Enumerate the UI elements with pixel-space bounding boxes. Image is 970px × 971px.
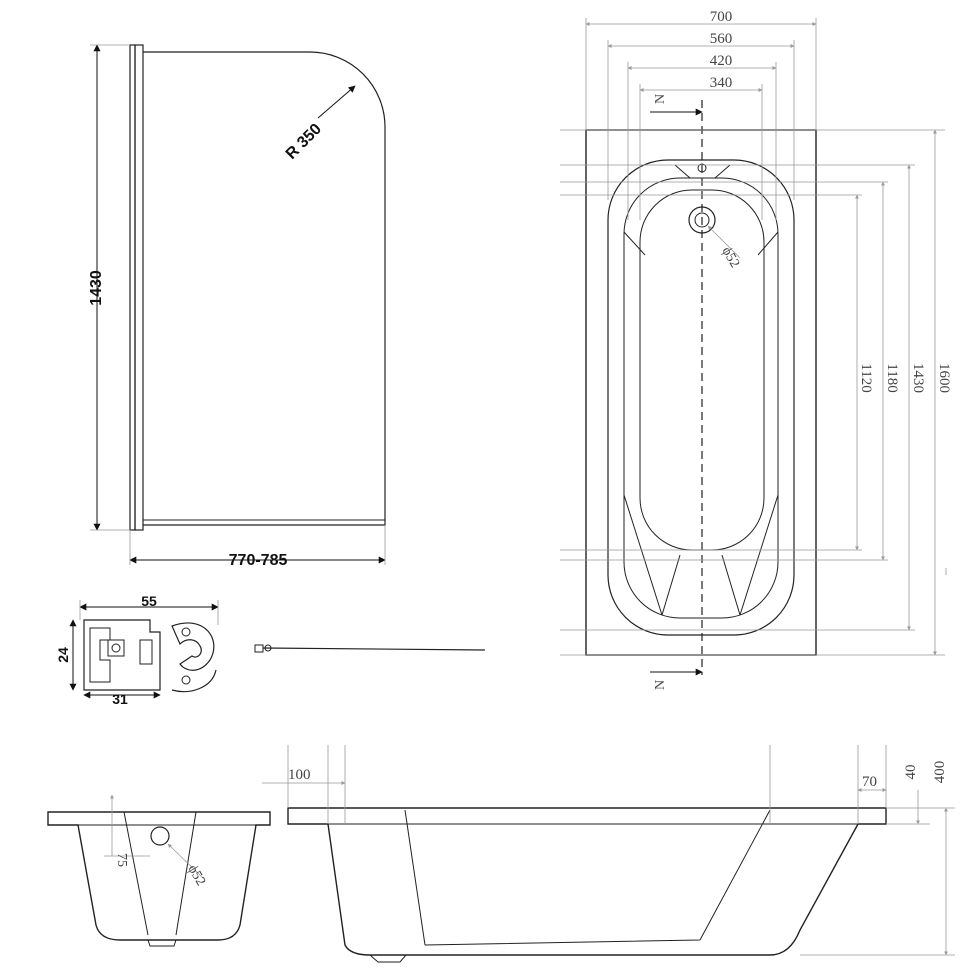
end-section-view: ϕ52 75 xyxy=(47,794,271,947)
profile-detail: 55 24 31 xyxy=(55,593,486,707)
plan-top-dimensions: 700 560 420 340 xyxy=(585,9,817,220)
side-section-view: 100 70 40 400 xyxy=(262,745,955,963)
screen-height-label: 1430 xyxy=(88,270,105,306)
right-dim-1600: 1600 xyxy=(936,363,952,393)
right-dim-1430: 1430 xyxy=(910,363,926,393)
profile-height-label: 24 xyxy=(55,647,71,663)
end-drain-label: ϕ52 xyxy=(185,863,209,889)
right-dim-1120: 1120 xyxy=(858,363,874,392)
side-dim-70: 70 xyxy=(862,774,877,790)
bath-plan-view: ϕ52 N N xyxy=(585,94,817,690)
top-dim-700: 700 xyxy=(710,9,733,25)
shower-screen-drawing: R 350 1430 770-785 xyxy=(88,44,386,569)
profile-depth-label: 31 xyxy=(112,691,128,707)
section-marker-bottom: N xyxy=(653,680,668,690)
side-dim-400: 400 xyxy=(932,761,948,784)
screen-width-label: 770-785 xyxy=(229,552,288,569)
end-height-label: 75 xyxy=(114,853,129,867)
right-dim-1180: 1180 xyxy=(884,363,900,392)
plan-right-dimensions: 1120 1180 1430 1600 xyxy=(560,129,952,656)
side-dim-40: 40 xyxy=(903,765,919,780)
top-dim-560: 560 xyxy=(710,31,733,47)
side-dim-100: 100 xyxy=(288,767,311,783)
section-marker-top: N xyxy=(653,94,668,104)
plan-drain-label: ϕ52 xyxy=(719,245,743,271)
top-dim-340: 340 xyxy=(710,75,733,91)
top-dim-420: 420 xyxy=(710,53,733,69)
profile-width-label: 55 xyxy=(141,593,157,609)
screen-radius-label: R 350 xyxy=(283,121,325,163)
